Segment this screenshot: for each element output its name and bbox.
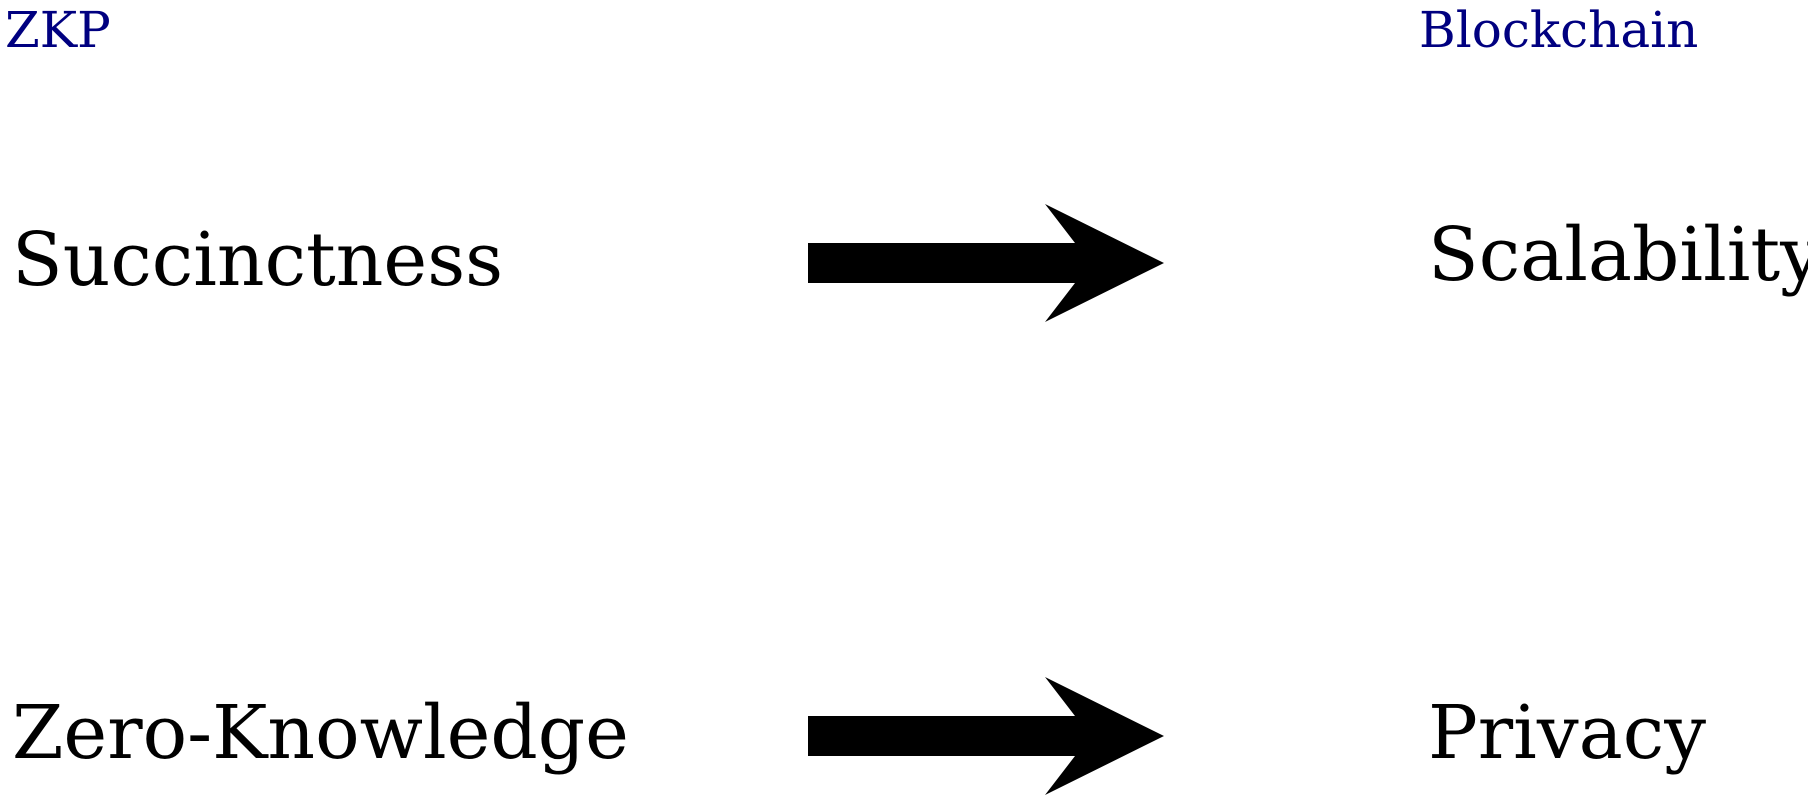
right-column-header: Blockchain — [1419, 1, 1699, 59]
mapping-target-privacy: Privacy — [1428, 690, 1707, 776]
mapping-target-scalability: Scalability — [1428, 212, 1808, 298]
mapping-source-succinctness: Succinctness — [12, 217, 504, 303]
right-arrow-icon — [808, 203, 1164, 323]
mapping-source-zero-knowledge: Zero-Knowledge — [12, 690, 629, 776]
left-column-header: ZKP — [5, 1, 111, 59]
right-arrow-icon — [808, 676, 1164, 796]
